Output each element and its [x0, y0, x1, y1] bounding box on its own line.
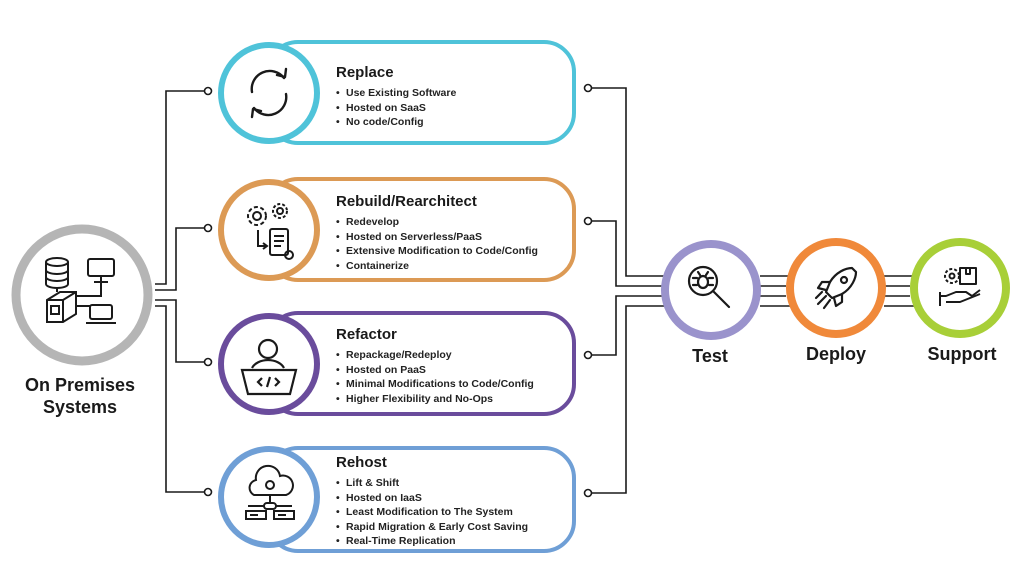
list-item: Redevelop	[336, 215, 576, 230]
list-item: Least Modification to The System	[336, 505, 576, 520]
server-network-icon	[45, 257, 116, 324]
strategy-card-rehost: Rehost Lift & Shift Hosted on IaaS Least…	[336, 454, 576, 549]
magnifier-bug-icon	[687, 265, 731, 309]
stage-node-test	[661, 240, 761, 340]
strategy-title: Replace	[336, 64, 394, 81]
list-item: Hosted on IaaS	[336, 491, 576, 506]
hand-gear-icon	[939, 267, 981, 306]
list-item: No code/Config	[336, 115, 576, 130]
stage-label-support: Support	[927, 344, 997, 364]
list-item: Containerize	[336, 259, 576, 274]
connectors-stages	[760, 275, 914, 307]
list-item: Hosted on PaaS	[336, 363, 576, 378]
source-node	[11, 224, 153, 366]
source-label: On Premises Systems	[0, 374, 160, 418]
card-frame-rehost	[218, 446, 576, 553]
stage-node-support	[910, 238, 1010, 338]
card-frame-rebuild	[218, 177, 576, 282]
list-item: Higher Flexibility and No-Ops	[336, 392, 576, 407]
list-item: Hosted on Serverless/PaaS	[336, 230, 576, 245]
strategy-title: Rebuild/Rearchitect	[336, 193, 477, 210]
stage-label-deploy: Deploy	[805, 344, 866, 364]
connectors-right	[590, 87, 668, 494]
strategy-card-rebuild: Rebuild/Rearchitect Redevelop Hosted on …	[336, 193, 576, 273]
gears-document-icon	[247, 203, 294, 260]
list-item: Extensive Modification to Code/Config	[336, 244, 576, 259]
strategy-items: Redevelop Hosted on Serverless/PaaS Exte…	[336, 215, 576, 273]
cloud-server-icon	[245, 464, 295, 520]
stage-node-deploy	[786, 238, 886, 338]
strategy-card-refactor: Refactor Repackage/Redeploy Hosted on Pa…	[336, 326, 576, 406]
list-item: Minimal Modifications to Code/Config	[336, 377, 576, 392]
source-label-line1: On Premises	[24, 375, 136, 395]
source-label-line2: Systems	[42, 397, 118, 417]
connector-dots-left	[203, 86, 213, 497]
connectors-left	[155, 90, 205, 493]
list-item: Lift & Shift	[336, 476, 576, 491]
strategy-items: Repackage/Redeploy Hosted on PaaS Minima…	[336, 348, 576, 406]
strategy-title: Refactor	[336, 326, 397, 343]
stage-label-test: Test	[692, 346, 728, 366]
list-item: Repackage/Redeploy	[336, 348, 576, 363]
connector-dots-right	[583, 83, 593, 498]
strategy-items: Use Existing Software Hosted on SaaS No …	[336, 86, 576, 130]
list-item: Use Existing Software	[336, 86, 576, 101]
list-item: Rapid Migration & Early Cost Saving	[336, 520, 576, 535]
list-item: Real-Time Replication	[336, 534, 576, 549]
card-frame-replace	[218, 40, 576, 145]
strategy-items: Lift & Shift Hosted on IaaS Least Modifi…	[336, 476, 576, 549]
refresh-arrows-icon	[250, 67, 288, 119]
strategy-title: Rehost	[336, 454, 387, 471]
list-item: Hosted on SaaS	[336, 101, 576, 116]
rocket-icon	[814, 266, 858, 310]
developer-laptop-icon	[240, 338, 298, 396]
strategy-card-replace: Replace Use Existing Software Hosted on …	[336, 64, 576, 130]
